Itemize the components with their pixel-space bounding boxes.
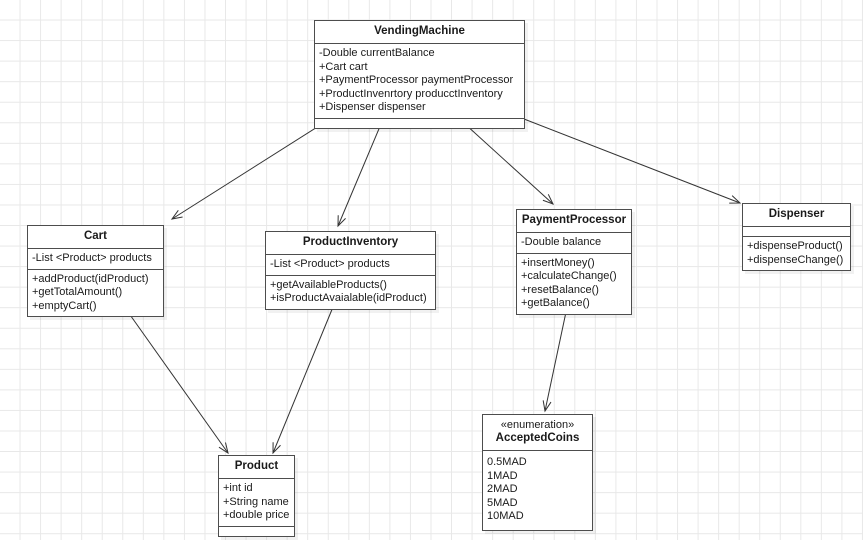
attribute-row: -List <Product> products (32, 252, 152, 264)
methods-cart: +addProduct(idProduct) +getTotalAmount()… (28, 270, 163, 317)
edge-productinventory-product (272, 306, 334, 455)
attributes-vendingmachine: -Double currentBalance +Cart cart +Payme… (315, 44, 524, 119)
methods-paymentprocessor: +insertMoney() +calculateChange() +reset… (517, 254, 631, 314)
attribute-row: +Cart cart (319, 60, 368, 73)
class-title-acceptedcoins: «enumeration» AcceptedCoins (483, 415, 592, 451)
method-row: +getTotalAmount() (32, 286, 123, 299)
method-row: +isProductAvaialable(idProduct) (270, 292, 427, 305)
methods-product (219, 527, 294, 536)
method-row: +getBalance() (521, 297, 590, 310)
method-row: +getAvailableProducts() (270, 278, 387, 291)
attribute-row: +String name (223, 495, 289, 508)
method-row: +insertMoney() (521, 256, 595, 269)
attributes-paymentprocessor: -Double balance (517, 233, 631, 254)
attribute-row: -Double currentBalance (319, 47, 435, 59)
class-title-cart: Cart (28, 226, 163, 249)
class-title-paymentprocessor: PaymentProcessor (517, 210, 631, 233)
enum-value-row: 2MAD (487, 483, 518, 496)
method-row: +resetBalance() (521, 283, 599, 296)
stereotype-enumeration: «enumeration» (500, 419, 575, 431)
edge-vendingmachine-cart (170, 123, 323, 220)
edge-vendingmachine-dispenser (523, 118, 742, 204)
values-acceptedcoins: 0.5MAD 1MAD 2MAD 5MAD 10MAD (483, 451, 592, 530)
method-row: +addProduct(idProduct) (32, 272, 149, 285)
attributes-dispenser (743, 227, 850, 237)
attributes-product: +int id +String name +double price (219, 479, 294, 527)
class-title-productinventory: ProductInventory (266, 232, 435, 255)
enum-value-row: 1MAD (487, 469, 518, 482)
class-title-dispenser: Dispenser (743, 204, 850, 227)
attribute-row: +ProductInvenrtory producctInventory (319, 87, 503, 100)
attribute-row: +double price (223, 509, 290, 522)
attributes-cart: -List <Product> products (28, 249, 163, 270)
class-dispenser[interactable]: Dispenser +dispenseProduct() +dispenseCh… (742, 203, 851, 272)
enum-value-row: 10MAD (487, 510, 524, 523)
method-row: +dispenseProduct() (747, 240, 843, 252)
class-title-vendingmachine: VendingMachine (315, 21, 524, 44)
class-acceptedcoins[interactable]: «enumeration» AcceptedCoins 0.5MAD 1MAD … (482, 414, 593, 531)
class-cart[interactable]: Cart -List <Product> products +addProduc… (27, 225, 164, 318)
methods-vendingmachine (315, 119, 524, 128)
enum-value-row: 5MAD (487, 496, 518, 509)
class-paymentprocessor[interactable]: PaymentProcessor -Double balance +insert… (516, 209, 632, 315)
edge-vendingmachine-paymentprocessor (464, 123, 554, 205)
attribute-row: +PaymentProcessor paymentProcessor (319, 74, 514, 87)
method-row: +emptyCart() (32, 299, 97, 312)
methods-productinventory: +getAvailableProducts() +isProductAvaial… (266, 276, 435, 309)
attribute-row: +Dispenser dispenser (319, 101, 426, 114)
attributes-productinventory: -List <Product> products (266, 255, 435, 276)
enum-value-row: 0.5MAD (487, 456, 527, 468)
class-vendingmachine[interactable]: VendingMachine -Double currentBalance +C… (314, 20, 525, 129)
attribute-row: -Double balance (521, 236, 602, 248)
edge-paymentprocessor-acceptedcoins (542, 311, 567, 413)
enum-name: AcceptedCoins (495, 432, 580, 444)
edge-vendingmachine-productinventory (337, 123, 382, 228)
methods-dispenser: +dispenseProduct() +dispenseChange() (743, 237, 850, 270)
method-row: +dispenseChange() (747, 253, 844, 266)
class-title-product: Product (219, 456, 294, 479)
class-productinventory[interactable]: ProductInventory -List <Product> product… (265, 231, 436, 310)
method-row: +calculateChange() (521, 270, 617, 283)
edge-cart-product (127, 311, 229, 455)
attribute-row: +int id (223, 482, 253, 494)
attribute-row: -List <Product> products (270, 258, 390, 270)
class-product[interactable]: Product +int id +String name +double pri… (218, 455, 295, 537)
